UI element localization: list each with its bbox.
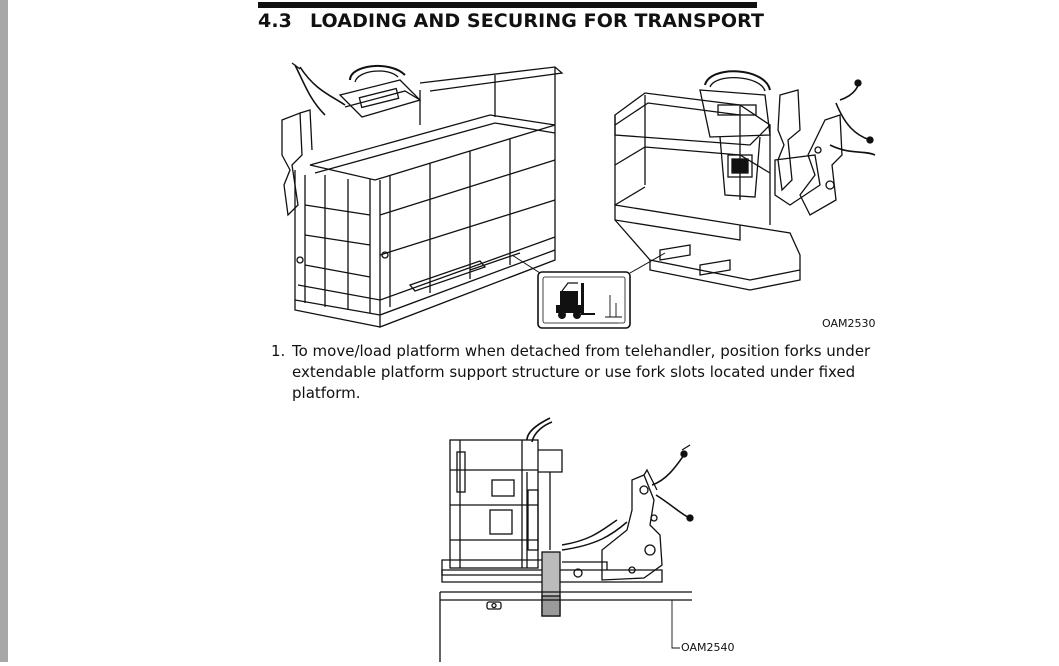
platform-side xyxy=(441,417,563,576)
section-title: LOADING AND SECURING FOR TRANSPORT xyxy=(310,10,765,32)
figure-platforms-isometric: OAM2530 xyxy=(270,55,890,340)
extendable-platform xyxy=(281,62,564,328)
heading-rule xyxy=(258,2,757,8)
section-heading: 4.3 LOADING AND SECURING FOR TRANSPORT xyxy=(258,10,764,32)
figure-id-label: OAM2530 xyxy=(822,317,876,330)
figure-id-label: OAM2540 xyxy=(681,641,735,654)
fixed-platform xyxy=(614,70,876,291)
step-text: To move/load platform when detached from… xyxy=(292,342,871,402)
step-number: 1. xyxy=(271,342,286,360)
page-edge-bar xyxy=(0,0,8,662)
figure-platform-side-view: OAM2540 xyxy=(432,410,735,662)
mounting-bracket xyxy=(561,444,694,581)
forklift-decal xyxy=(511,252,666,329)
side-view-illustration xyxy=(439,417,694,662)
platforms-illustration xyxy=(281,62,876,329)
section-number: 4.3 xyxy=(258,10,292,32)
fork-tine xyxy=(541,551,561,617)
